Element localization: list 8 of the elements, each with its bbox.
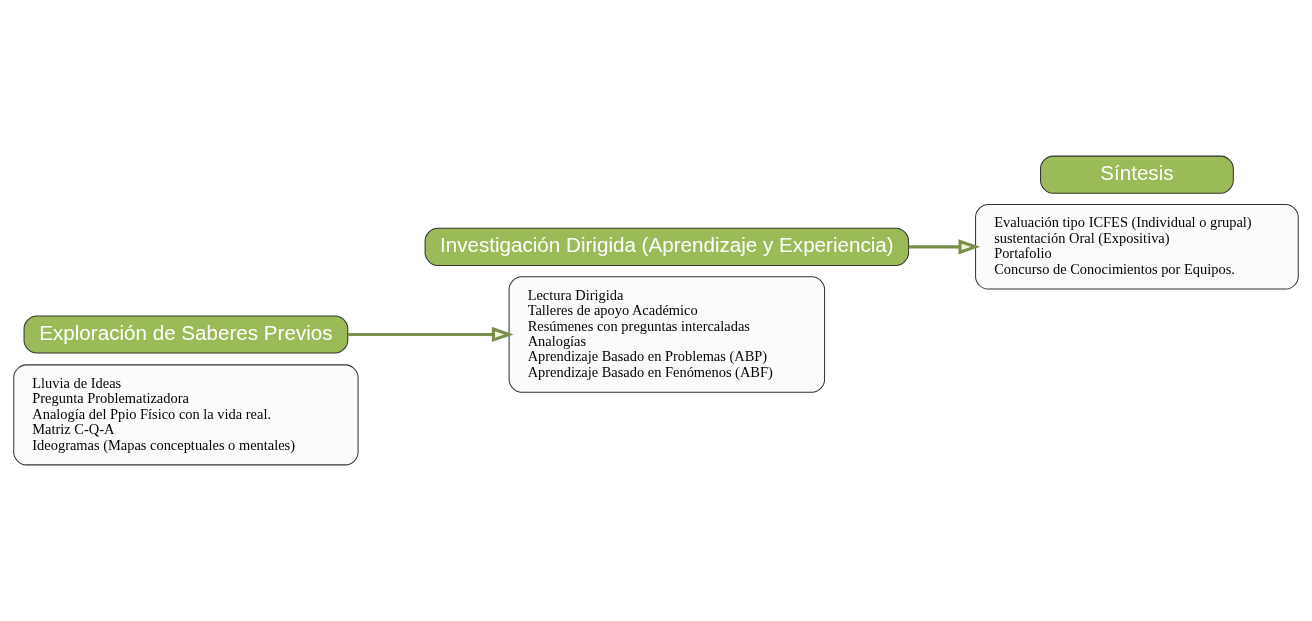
- node-box: Exploración de Saberes Previos: [23, 315, 349, 354]
- arrow: [908, 239, 981, 255]
- arrow: [348, 326, 514, 343]
- node-box: Evaluación tipo ICFES (Individual o grupal) sustentación Oral (Expositiva) Portafolio Concurso de Conocimientos por Equipos.: [975, 204, 1299, 290]
- node-box: Investigación Dirigida (Aprendizaje y Experiencia): [424, 227, 910, 266]
- node-box: Síntesis: [1040, 155, 1234, 194]
- node-box: Lluvia de Ideas Pregunta Problematizadora Analogía del Ppio Físico con la vida real. Matriz C-Q-A Ideogramas (Mapas conceptuales o mentales): [13, 364, 359, 466]
- node-box: Lectura Dirigida Talleres de apoyo Académico Resúmenes con preguntas intercaladas Analogías Aprendizaje Basado en Problemas (ABP) Aprendizaje Basado en Fenómenos (ABF): [508, 276, 826, 393]
